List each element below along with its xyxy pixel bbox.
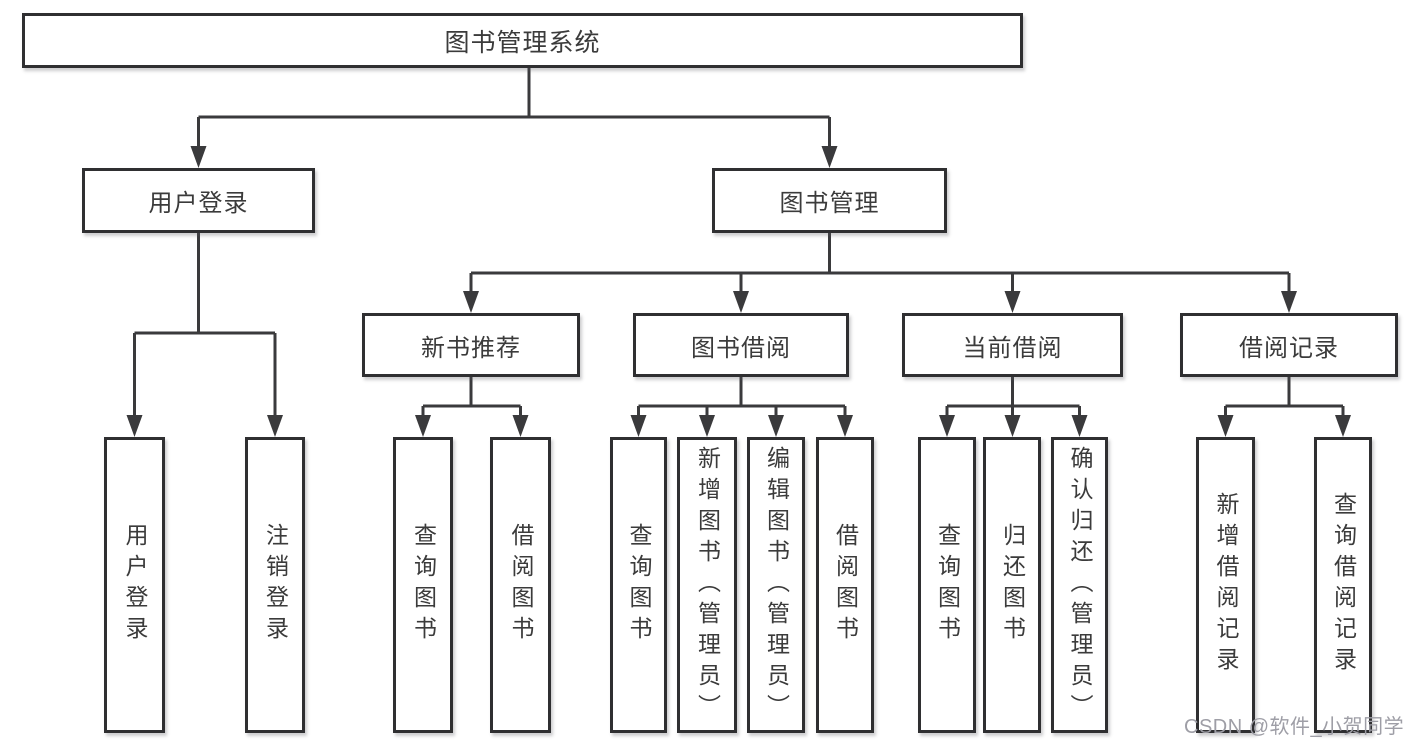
leaf-current-return-books-label: 归还图书 — [999, 523, 1026, 647]
csdn-watermark: CSDN @软件_小贺同学 — [1184, 716, 1405, 738]
leaf-borrowing-query-books: 查询图书 — [610, 437, 667, 733]
node-borrowing-records-label: 借阅记录 — [1239, 334, 1339, 362]
connector-root-to-level2 — [190, 68, 838, 168]
node-book-management: 图书管理 — [712, 168, 947, 233]
node-new-books: 新书推荐 — [362, 313, 580, 377]
arrowhead — [1217, 415, 1234, 437]
node-borrowing-records: 借阅记录 — [1180, 313, 1398, 377]
arrowhead — [1004, 415, 1021, 437]
node-book-management-label: 图书管理 — [779, 190, 880, 217]
connector-borrowing-records-children — [1217, 377, 1351, 437]
leaf-current-return-books: 归还图书 — [983, 437, 1041, 733]
node-book-borrowing-label: 图书借阅 — [691, 334, 791, 362]
arrowhead — [126, 415, 143, 437]
arrowhead — [190, 146, 207, 168]
leaf-records-query-record: 查询借阅记录 — [1314, 437, 1372, 733]
leaf-logout-label: 注销登录 — [262, 523, 289, 647]
leaf-new-books-borrow-books: 借阅图书 — [490, 437, 551, 733]
arrowhead — [768, 415, 784, 437]
node-root-system: 图书管理系统 — [22, 13, 1023, 68]
leaf-borrowing-add-books-admin-label: 新增图书（管理员） — [694, 445, 721, 725]
connector-user-login-children — [126, 233, 283, 437]
leaf-records-add-record-label: 新增借阅记录 — [1213, 492, 1239, 678]
node-root-system-label: 图书管理系统 — [444, 28, 601, 57]
leaf-new-books-query-books-label: 查询图书 — [410, 523, 437, 647]
arrowhead — [821, 146, 838, 168]
leaf-borrowing-borrow-books-label: 借阅图书 — [832, 523, 859, 647]
node-current-borrowing: 当前借阅 — [902, 313, 1123, 377]
arrowhead — [1281, 291, 1297, 313]
leaf-new-books-borrow-books-label: 借阅图书 — [508, 523, 534, 647]
arrowhead — [733, 291, 749, 313]
leaf-borrowing-query-books-label: 查询图书 — [626, 523, 652, 647]
arrowhead — [1335, 415, 1351, 437]
leaf-logout: 注销登录 — [245, 437, 305, 733]
node-book-borrowing: 图书借阅 — [633, 313, 849, 377]
arrowhead — [267, 415, 283, 437]
leaf-current-query-books: 查询图书 — [918, 437, 976, 733]
leaf-borrowing-add-books-admin: 新增图书（管理员） — [677, 437, 737, 733]
connector-current-borrowing-children — [939, 377, 1088, 437]
leaf-user-login-label: 用户登录 — [122, 523, 148, 647]
arrowhead — [463, 291, 479, 313]
node-new-books-label: 新书推荐 — [421, 334, 521, 362]
leaf-borrowing-borrow-books: 借阅图书 — [816, 437, 874, 733]
leaf-new-books-query-books: 查询图书 — [393, 437, 453, 733]
leaf-borrowing-edit-books-admin: 编辑图书（管理员） — [747, 437, 805, 733]
leaf-records-add-record: 新增借阅记录 — [1196, 437, 1255, 733]
leaf-borrowing-edit-books-admin-label: 编辑图书（管理员） — [763, 445, 790, 725]
arrowhead — [1071, 415, 1088, 437]
connector-book-management-children — [463, 233, 1297, 313]
connector-book-borrowing-children — [630, 377, 853, 437]
arrowhead — [837, 415, 853, 437]
arrowhead — [939, 415, 955, 437]
arrowhead — [415, 415, 431, 437]
node-user-login-label: 用户登录 — [148, 190, 249, 217]
leaf-current-confirm-return-admin-label: 确认归还（管理员） — [1067, 445, 1093, 725]
leaf-current-query-books-label: 查询图书 — [934, 523, 961, 647]
node-current-borrowing-label: 当前借阅 — [962, 334, 1063, 362]
arrowhead — [512, 415, 529, 437]
arrowhead — [1004, 291, 1021, 313]
node-user-login: 用户登录 — [82, 168, 315, 233]
leaf-current-confirm-return-admin: 确认归还（管理员） — [1051, 437, 1108, 733]
leaf-records-query-record-label: 查询借阅记录 — [1330, 492, 1357, 678]
leaf-user-login: 用户登录 — [104, 437, 165, 733]
arrowhead — [699, 415, 715, 437]
connector-new-books-children — [415, 377, 529, 437]
arrowhead — [630, 415, 647, 437]
